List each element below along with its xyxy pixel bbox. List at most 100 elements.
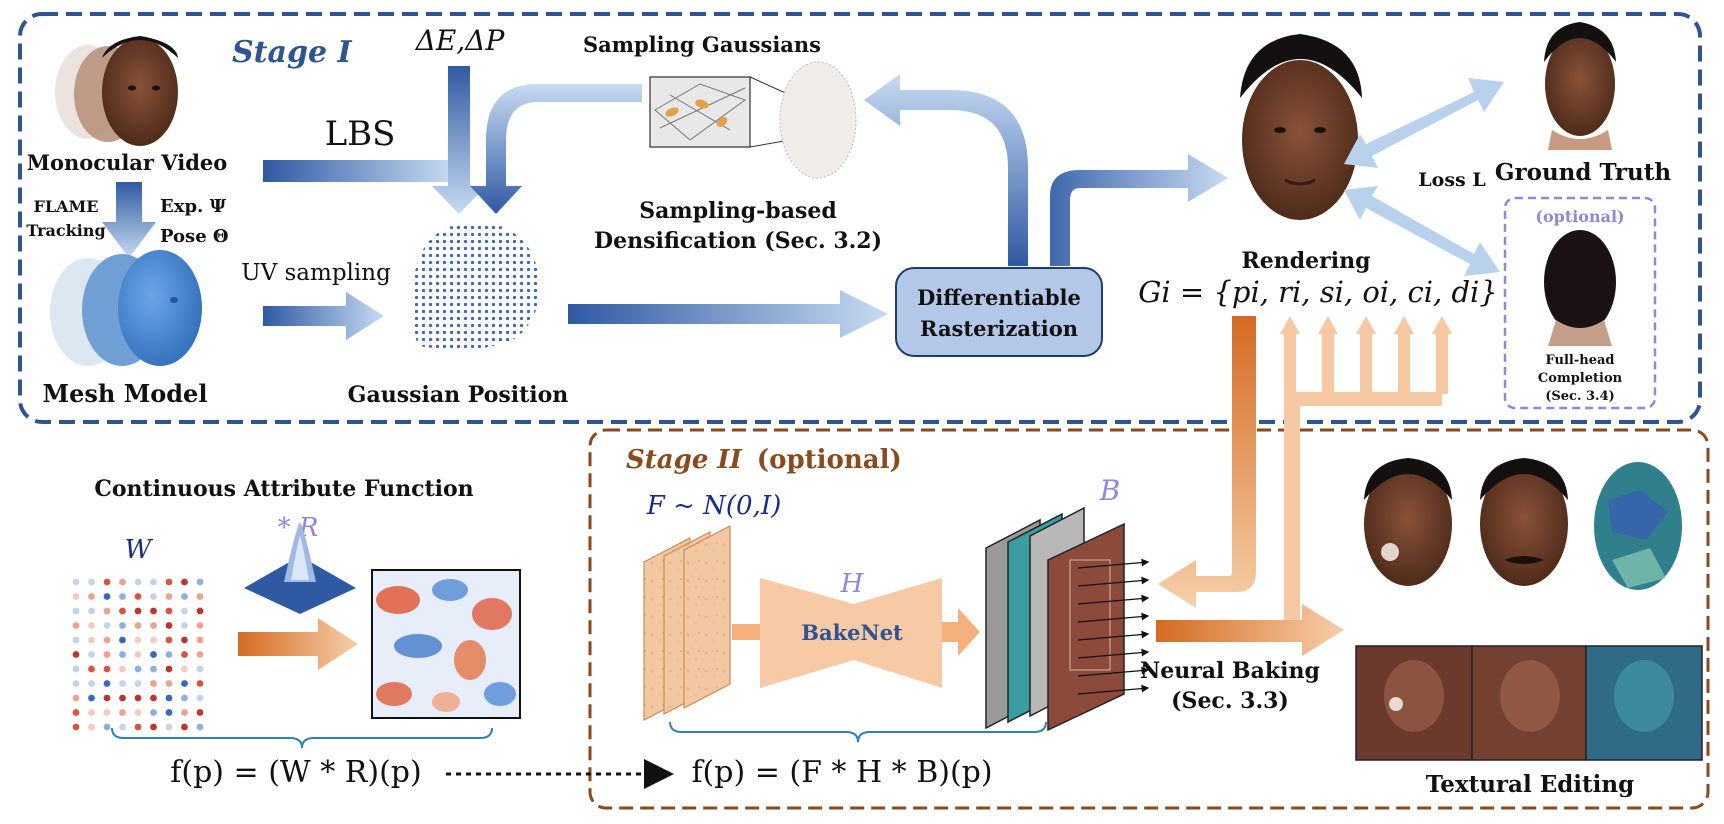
uv-sampling-label: UV sampling bbox=[241, 260, 391, 286]
edited-uv-texture-row bbox=[1355, 645, 1703, 761]
texture-sample-arrow bbox=[1077, 666, 1150, 677]
stage1-title: Stage I bbox=[232, 35, 352, 70]
uv-sampling-arrow bbox=[263, 292, 384, 340]
loss-arrow-bottom bbox=[1344, 186, 1500, 276]
weight-dot bbox=[103, 709, 111, 716]
weight-dot bbox=[119, 709, 126, 716]
ground-truth-face-photo-icon bbox=[1544, 22, 1616, 150]
neural-baking-arrow bbox=[1156, 604, 1344, 656]
weight-dot bbox=[150, 665, 157, 673]
weight-dot bbox=[103, 593, 111, 600]
weight-dot bbox=[88, 622, 95, 629]
weight-dot bbox=[134, 636, 142, 644]
weight-dot bbox=[88, 665, 95, 673]
raster-to-densification-arrow bbox=[864, 74, 1028, 266]
weight-dot bbox=[119, 665, 126, 673]
continuous-field-texture bbox=[371, 569, 521, 719]
attribute-feedback-arrows bbox=[1280, 316, 1452, 620]
weight-dot bbox=[134, 651, 142, 658]
weight-dot bbox=[134, 723, 142, 731]
weight-dot bbox=[181, 665, 188, 673]
weight-dot bbox=[119, 622, 126, 629]
weight-dot bbox=[196, 651, 204, 658]
weight-dot bbox=[196, 578, 204, 586]
left-brace bbox=[111, 727, 493, 749]
bakenet-label: BakeNet bbox=[801, 620, 903, 645]
weight-dot bbox=[134, 680, 142, 687]
texture-sample-arrow bbox=[1077, 594, 1150, 605]
weight-dot bbox=[181, 694, 188, 702]
optional-label: (optional) bbox=[1535, 207, 1624, 226]
pose-label: Pose Θ bbox=[160, 226, 229, 247]
weight-dot bbox=[165, 636, 173, 644]
lbs-label: LBS bbox=[325, 114, 396, 154]
latent-feature-stack bbox=[643, 525, 731, 721]
stage2-title-main: Stage II bbox=[626, 445, 743, 475]
weight-dot bbox=[134, 665, 142, 673]
weight-dot bbox=[181, 622, 188, 629]
weight-dot bbox=[119, 593, 126, 600]
loss-label: Loss L bbox=[1418, 169, 1485, 191]
weight-dot bbox=[72, 578, 80, 586]
uv-texture-stack-icon bbox=[985, 506, 1125, 732]
back-of-head-photo-icon bbox=[1544, 230, 1616, 346]
weight-dot bbox=[134, 593, 142, 600]
latent-to-bakenet-arrow bbox=[732, 624, 760, 640]
weight-dot bbox=[88, 578, 95, 586]
right-equation: f(p) = (F * H * B)(p) bbox=[691, 755, 992, 790]
loss-arrow-top bbox=[1344, 78, 1504, 168]
neural-baking-label: Neural Baking(Sec. 3.3) bbox=[1140, 658, 1320, 714]
weight-dot bbox=[119, 694, 126, 702]
weight-dot bbox=[181, 709, 188, 716]
weight-dot bbox=[103, 665, 111, 673]
stage1-border bbox=[18, 12, 1702, 424]
weight-dot bbox=[196, 709, 204, 716]
bakenet-hourglass bbox=[760, 578, 942, 688]
weight-dot bbox=[103, 723, 111, 731]
edited-face-1-photo-icon bbox=[1364, 458, 1452, 586]
weight-dot bbox=[119, 578, 126, 586]
sampling-gaussians-label: Sampling Gaussians bbox=[583, 32, 821, 57]
weight-dot bbox=[165, 723, 173, 731]
gaussian-position-label: Gaussian Position bbox=[348, 382, 569, 408]
weight-dot bbox=[72, 593, 80, 600]
texture-sample-arrow bbox=[1077, 684, 1150, 695]
weight-dot bbox=[88, 607, 95, 615]
stage2-border bbox=[588, 428, 1710, 810]
weight-dot bbox=[150, 622, 157, 629]
weight-dot bbox=[119, 651, 126, 658]
weight-dot-grid bbox=[72, 578, 204, 731]
weight-dot bbox=[119, 680, 126, 687]
gaussian-to-texture-arrow bbox=[1158, 316, 1256, 608]
h-symbol: H bbox=[840, 569, 865, 599]
weight-dot bbox=[103, 622, 111, 629]
optional-full-head-box bbox=[1503, 196, 1657, 410]
gaussian-mesh-zoom-icon bbox=[649, 61, 857, 179]
weight-dot bbox=[134, 694, 142, 702]
weight-dot bbox=[103, 636, 111, 644]
continuous-attribute-label: Continuous Attribute Function bbox=[94, 476, 473, 502]
weight-dot bbox=[181, 607, 188, 615]
weight-dot bbox=[196, 607, 204, 615]
weight-dot bbox=[88, 636, 95, 644]
weight-dot bbox=[103, 694, 111, 702]
weight-dot bbox=[150, 578, 157, 586]
weight-dot bbox=[119, 607, 126, 615]
gaussian-set-formula: Gi = {pi, ri, si, oi, ci, di} bbox=[1138, 275, 1497, 309]
weight-dot bbox=[181, 636, 188, 644]
weight-dot bbox=[165, 665, 173, 673]
weight-dot bbox=[72, 709, 80, 716]
weight-dot bbox=[88, 651, 95, 658]
position-to-raster-arrow bbox=[568, 290, 888, 338]
weight-dot bbox=[119, 723, 126, 731]
edited-face-3-photo-icon bbox=[1594, 462, 1682, 590]
weight-dot bbox=[150, 723, 157, 731]
weight-dot bbox=[150, 680, 157, 687]
texture-sample-arrow bbox=[1077, 612, 1150, 623]
weight-dot bbox=[181, 593, 188, 600]
weight-dot bbox=[196, 665, 204, 673]
weight-dot bbox=[72, 622, 80, 629]
